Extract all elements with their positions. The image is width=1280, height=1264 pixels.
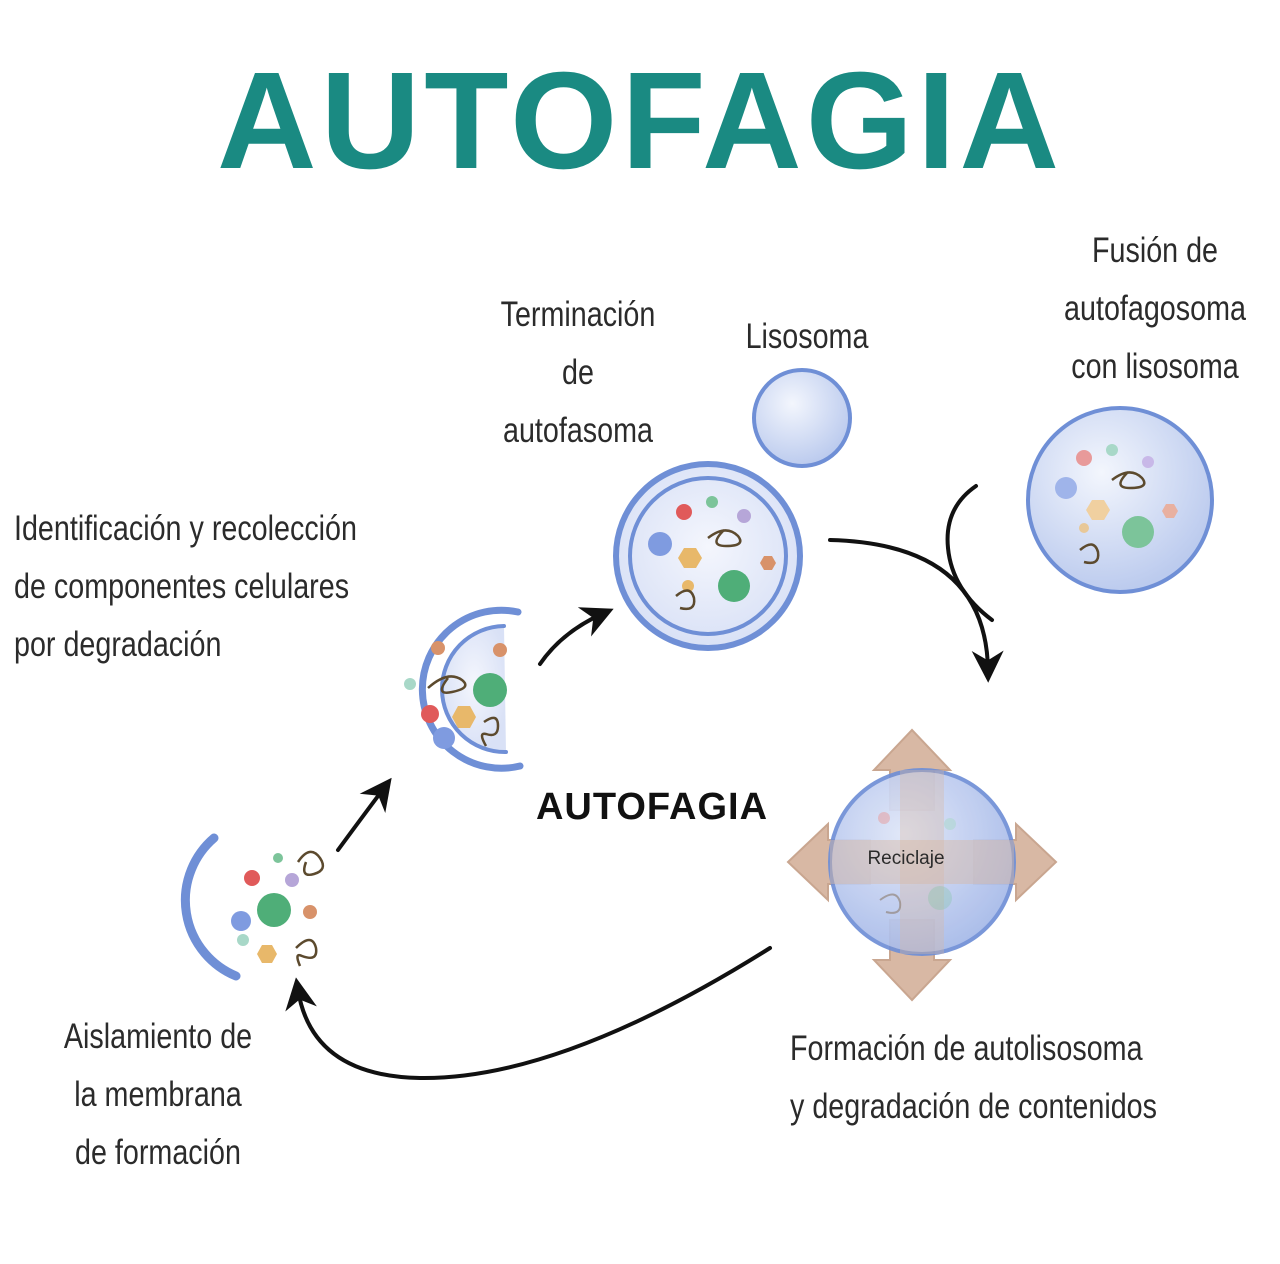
organelle-red xyxy=(244,870,260,886)
protein-strand xyxy=(296,850,325,876)
autolysosome xyxy=(828,768,1016,956)
arrow-phagophore-to-autophagosome xyxy=(538,607,614,666)
organelle-green xyxy=(257,893,291,927)
label-line: y degradación de contenidos xyxy=(790,1087,1158,1126)
organelle-teal xyxy=(237,934,249,946)
autophagosome-outer-membrane xyxy=(613,461,803,651)
label-line: autofagosoma xyxy=(1064,289,1246,328)
label-line: de componentes celulares xyxy=(14,567,350,606)
phagophore-stage xyxy=(404,606,524,772)
recycle-band-horizontal xyxy=(830,840,1014,884)
label-line: autofasoma xyxy=(503,411,653,450)
label-line: de xyxy=(562,353,594,392)
phagophore-membrane xyxy=(180,833,241,981)
organelle-lilac xyxy=(285,873,299,887)
label-lysosome: Lisosoma xyxy=(729,308,885,366)
recycle-band-vertical xyxy=(900,770,944,954)
autophagosome-inner-membrane xyxy=(628,476,788,636)
organelle-small-green xyxy=(273,853,283,863)
fused-vesicle xyxy=(1026,406,1214,594)
phagophore-outer xyxy=(418,606,524,772)
organelle-blue xyxy=(231,911,251,931)
arrow-isolation-to-phagophore xyxy=(336,777,392,852)
recycle-label: Reciclaje xyxy=(867,848,945,869)
label-line: con lisosoma xyxy=(1071,347,1239,386)
arrow-recycle-to-isolation xyxy=(285,946,772,1081)
label-line: Aislamiento de xyxy=(63,1017,253,1056)
page-title: AUTOFAGIA xyxy=(216,44,1064,198)
label-identification: Identificación y recolección de componen… xyxy=(14,500,391,674)
label-fusion: Fusión de autofagosoma con lisosoma xyxy=(1053,222,1258,396)
protein-strand-2 xyxy=(295,938,318,967)
label-formation: Formación de autolisosoma y degradación … xyxy=(790,1020,1184,1136)
lysosome xyxy=(752,368,852,468)
label-isolation: Aislamiento de la membrana de formación xyxy=(51,1008,264,1182)
label-line: Lisosoma xyxy=(745,317,869,356)
arrow-autophagosome-to-fusion xyxy=(828,538,1004,683)
isolation-membrane-stage xyxy=(180,833,325,981)
label-line: Fusión de xyxy=(1091,231,1219,270)
label-line: de formación xyxy=(75,1133,241,1172)
center-title: AUTOFAGIA xyxy=(535,786,769,828)
label-line: Terminación xyxy=(500,295,656,334)
organelle-orange xyxy=(303,905,317,919)
fusion-stage xyxy=(1026,406,1214,594)
recycling-stage xyxy=(786,728,1058,1002)
label-line: Identificación y recolección xyxy=(14,509,357,548)
label-termination: Terminación de autofasoma xyxy=(483,286,673,460)
label-line: Formación de autolisosoma xyxy=(790,1029,1143,1068)
arrow-fusion-merge xyxy=(945,484,994,622)
flow-arrows xyxy=(285,484,1004,1081)
autophagosome-stage xyxy=(613,461,803,651)
organelle-hexagon xyxy=(257,945,277,963)
label-line: por degradación xyxy=(14,625,222,664)
label-line: la membrana xyxy=(74,1075,242,1114)
